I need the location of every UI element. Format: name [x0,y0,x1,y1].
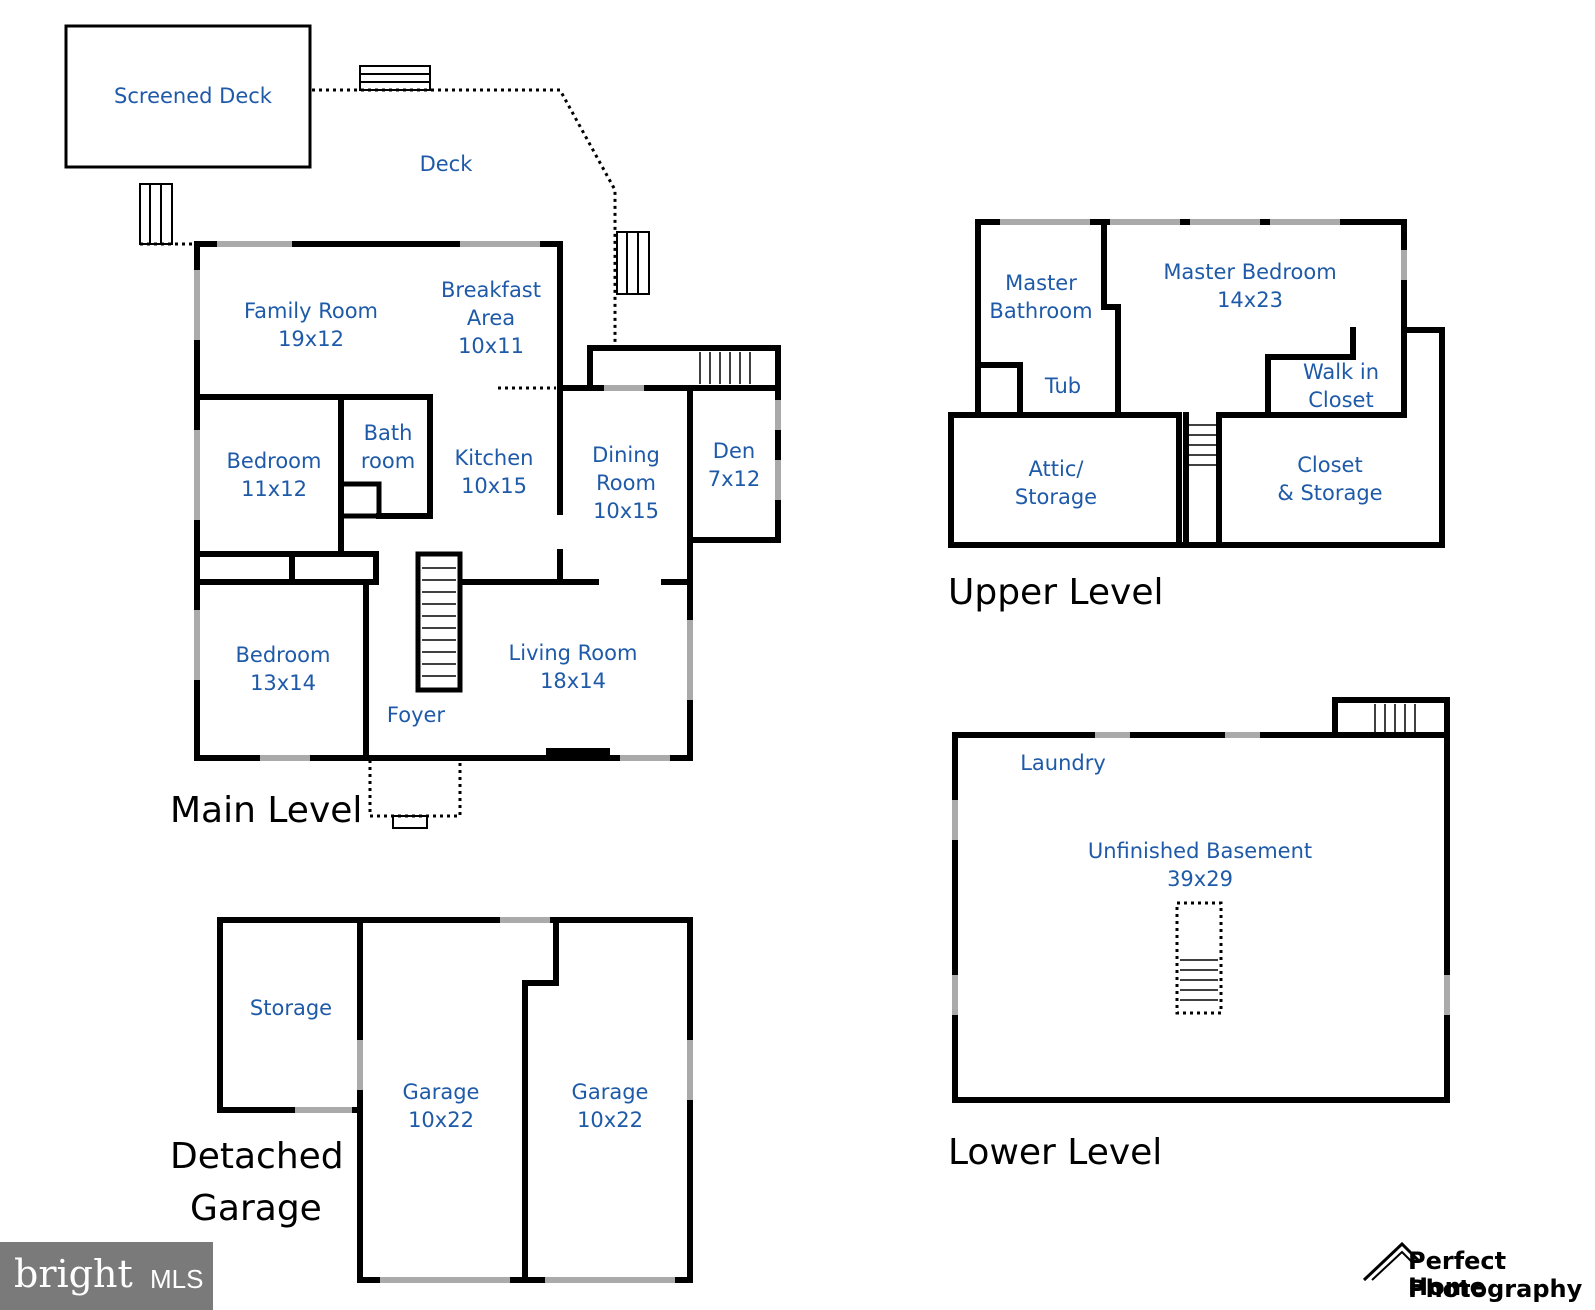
label-kitchen-size: 10x15 [461,474,527,498]
bright-mls-badge: bright MLS [0,1242,213,1310]
label-bedroom-2: Bedroom [236,643,331,667]
perfect-home-logo: Perfect Home Photography [1362,1240,1592,1306]
label-dining-room: Dining [592,443,660,467]
mls-text: MLS [150,1264,204,1294]
label-den-size: 7x12 [708,467,761,491]
label-family-room: Family Room [244,299,378,323]
label-den: Den [713,439,755,463]
label-bedroom-2-size: 13x14 [250,671,316,695]
label-kitchen: Kitchen [455,446,534,470]
bright-brand-text: bright [14,1252,133,1296]
label-bath-room-2: room [361,449,415,473]
label-unfinished-basement: Unfinished Basement [1088,839,1312,863]
label-dining-room-2: Room [596,471,656,495]
garage-plan [217,917,693,1283]
main-level-plan [64,24,781,829]
label-master-bathroom-2: Bathroom [989,299,1092,323]
label-deck: Deck [420,152,474,176]
label-walk-in-closet-2: Closet [1308,388,1373,412]
label-attic-storage-2: Storage [1015,485,1097,509]
label-tub: Tub [1044,374,1081,398]
label-garage-b: Garage [572,1080,649,1104]
label-garage-a-size: 10x22 [408,1108,474,1132]
label-dining-room-size: 10x15 [593,499,659,523]
label-bath-room: Bath [364,421,413,445]
label-breakfast-area: Breakfast [441,278,541,302]
label-garage-a: Garage [403,1080,480,1104]
label-unfinished-basement-size: 39x29 [1167,867,1233,891]
label-laundry: Laundry [1020,751,1106,775]
label-master-bathroom: Master [1005,271,1077,295]
label-bedroom-1: Bedroom [227,449,322,473]
label-walk-in-closet: Walk in [1303,360,1379,384]
label-detached: Detached [170,1136,344,1177]
label-lower-level: Lower Level [948,1132,1162,1173]
label-living-room: Living Room [509,641,638,665]
logo-line-1: Perfect Home [1408,1247,1507,1301]
label-living-room-size: 18x14 [540,669,606,693]
label-closet-storage: Closet [1297,453,1362,477]
label-storage: Storage [250,996,332,1020]
label-master-bedroom-size: 14x23 [1217,288,1283,312]
label-screened-deck: Screened Deck [114,84,273,108]
label-garage-b-size: 10x22 [577,1108,643,1132]
label-family-room-size: 19x12 [278,327,344,351]
label-closet-storage-2: & Storage [1277,481,1382,505]
lower-level-plan [952,697,1450,1103]
label-main-level: Main Level [170,790,362,831]
label-bedroom-1-size: 11x12 [241,477,307,501]
house-roof-icon [1362,1242,1422,1282]
label-breakfast-area-2: Area [467,306,515,330]
label-attic-storage: Attic/ [1029,457,1085,481]
upper-level-plan [948,219,1445,548]
label-foyer: Foyer [387,703,446,727]
label-breakfast-area-size: 10x11 [458,334,524,358]
logo-line-2: Photography [1408,1275,1583,1303]
label-master-bedroom: Master Bedroom [1163,260,1336,284]
label-upper-level: Upper Level [948,572,1163,613]
label-garage: Garage [190,1188,322,1229]
